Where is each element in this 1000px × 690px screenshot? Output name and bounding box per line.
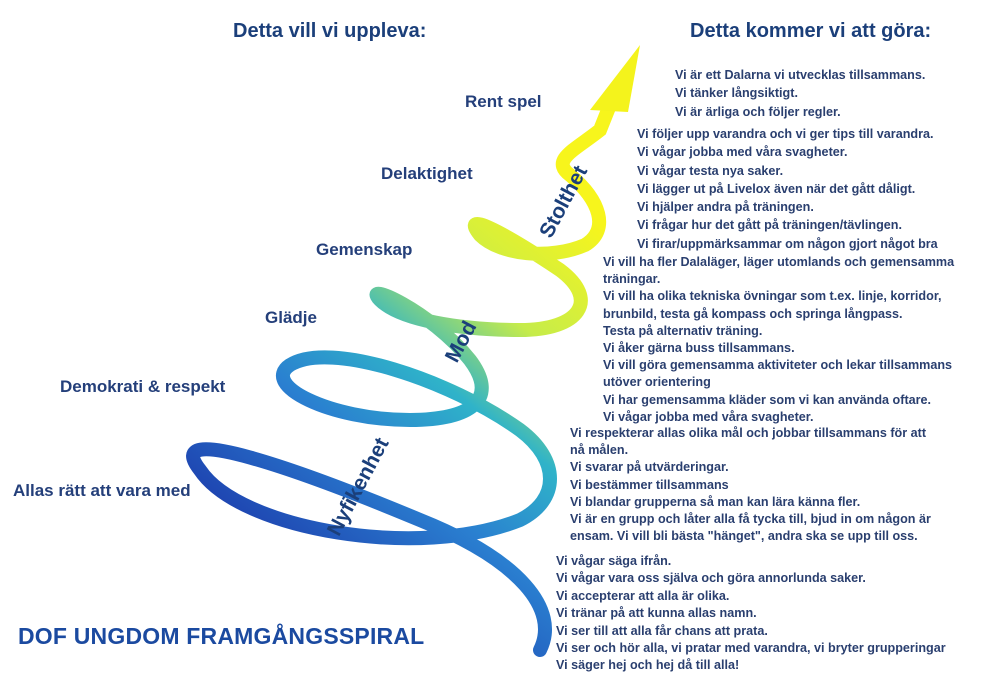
action-line: Vi frågar hur det gått på träningen/tävl… bbox=[637, 218, 902, 233]
action-line: ensam. Vi vill bli bästa "hänget", andra… bbox=[570, 529, 918, 544]
action-block-4: Vi respekterar allas olika mål och jobba… bbox=[570, 425, 931, 545]
action-line: Vi lägger ut på Livelox även när det gåt… bbox=[637, 181, 916, 196]
action-line: Vi bestämmer tillsammans bbox=[570, 477, 729, 492]
action-line: Vi respekterar allas olika mål och jobba… bbox=[570, 426, 927, 440]
level-rent-spel: Rent spel bbox=[465, 92, 542, 111]
action-line: Vi är ärliga och följer regler. bbox=[675, 104, 841, 119]
action-block-3: Vi vill ha fler Dalaläger, läger utomlan… bbox=[603, 254, 954, 426]
action-line: Vi vågar säga ifrån. bbox=[556, 554, 672, 568]
action-line: Vi firar/uppmärksammar om någon gjort nå… bbox=[637, 236, 938, 251]
action-line: Vi är ett Dalarna vi utvecklas tillsamma… bbox=[675, 68, 926, 82]
action-line: Vi är en grupp och låter alla få tycka t… bbox=[570, 512, 931, 527]
action-line: Vi vill ha fler Dalaläger, läger utomlan… bbox=[603, 255, 955, 269]
action-line: Vi säger hej och hej då till alla! bbox=[556, 658, 740, 673]
action-line: nå målen. bbox=[570, 443, 629, 458]
level-gladje: Glädje bbox=[265, 308, 317, 327]
action-line: Vi vågar testa nya saker. bbox=[637, 163, 784, 178]
action-line: Vi åker gärna buss tillsammans. bbox=[603, 341, 795, 356]
action-line: Vi har gemensamma kläder som vi kan anvä… bbox=[603, 392, 932, 407]
page-title: DOF UNGDOM FRAMGÅNGSSPIRAL bbox=[18, 623, 425, 649]
action-block-1: Vi är ett Dalarna vi utvecklas tillsamma… bbox=[675, 66, 925, 121]
level-delaktighet: Delaktighet bbox=[381, 164, 473, 183]
action-line: Vi blandar grupperna så man kan lära kän… bbox=[570, 494, 861, 509]
left-heading: Detta vill vi uppleva: bbox=[233, 20, 427, 42]
action-line: Vi vågar jobba med våra svagheter. bbox=[637, 145, 848, 160]
action-line: brunbild, testa gå kompass och springa l… bbox=[603, 306, 903, 321]
action-line: Vi vågar vara oss själva och göra annorl… bbox=[556, 571, 866, 586]
action-line: Vi tänker långsiktigt. bbox=[675, 86, 798, 101]
action-line: utöver orientering bbox=[603, 375, 711, 390]
action-line: Vi ser till att alla får chans att prata… bbox=[556, 623, 768, 638]
action-line: Vi accepterar att alla är olika. bbox=[556, 588, 730, 603]
right-heading: Detta kommer vi att göra: bbox=[690, 20, 932, 42]
level-demokrati: Demokrati & respekt bbox=[60, 377, 226, 396]
action-line: Vi vill ha olika tekniska övningar som t… bbox=[603, 289, 942, 304]
action-line: träningar. bbox=[603, 272, 661, 287]
arrow-head bbox=[590, 45, 640, 112]
spiral-path bbox=[186, 93, 619, 657]
action-line: Testa på alternativ träning. bbox=[603, 323, 763, 338]
action-block-2: Vi följer upp varandra och vi ger tips t… bbox=[637, 125, 938, 253]
action-line: Vi vill göra gemensamma aktiviteter och … bbox=[603, 358, 953, 373]
action-line: Vi ser och hör alla, vi pratar med varan… bbox=[556, 641, 946, 656]
action-line: Vi följer upp varandra och vi ger tips t… bbox=[637, 127, 934, 141]
action-line: Vi vågar jobba med våra svagheter. bbox=[603, 409, 814, 424]
action-line: Vi tränar på att kunna allas namn. bbox=[556, 606, 757, 621]
level-allas-ratt: Allas rätt att vara med bbox=[13, 481, 191, 500]
action-line: Vi svarar på utvärderingar. bbox=[570, 460, 729, 475]
level-gemenskap: Gemenskap bbox=[316, 240, 413, 259]
action-block-5: Vi vågar säga ifrån. Vi vågar vara oss s… bbox=[556, 553, 946, 675]
action-line: Vi hjälper andra på träningen. bbox=[637, 200, 814, 215]
